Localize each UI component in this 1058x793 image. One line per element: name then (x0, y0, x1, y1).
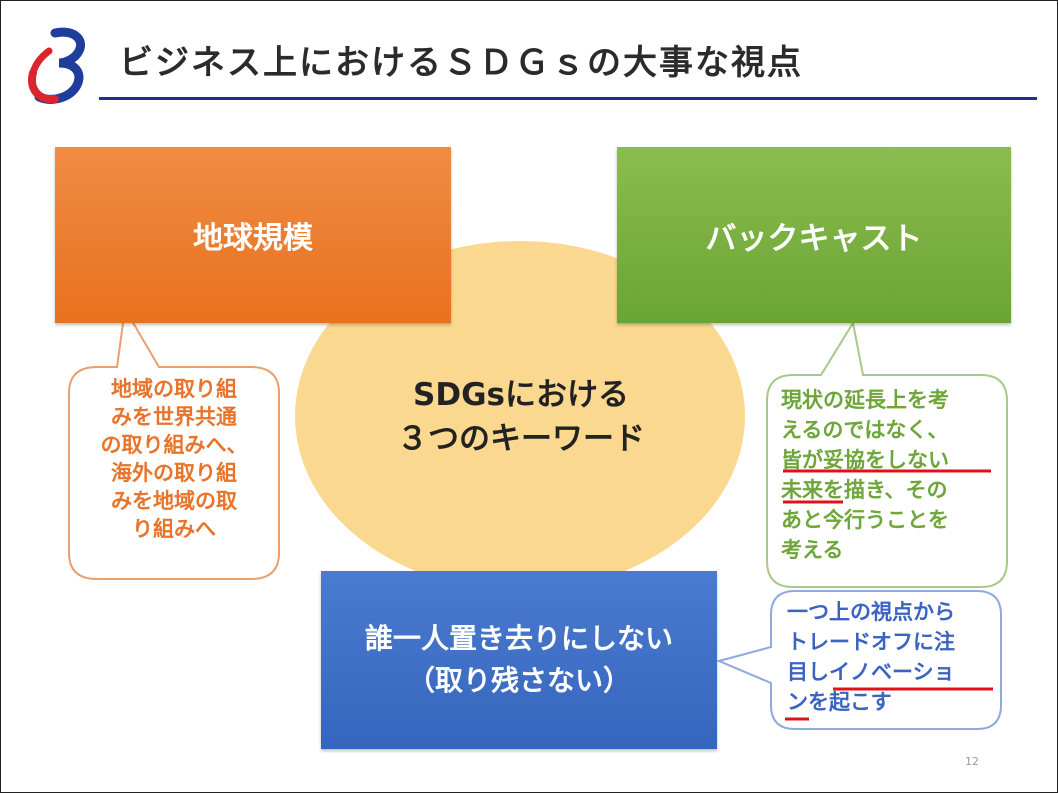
callout-line: の取り組みへ、 (100, 433, 248, 457)
callout-line: り組みへ (132, 517, 216, 541)
leave-no-one-label-line1: 誰一人置き去りにしない (364, 622, 673, 655)
company-logo-icon (28, 27, 85, 104)
innovation-callout-text: 一つ上の視点から トレードオフに注 目しイノベーショ ンを起こす (787, 597, 997, 717)
center-heading-line1: SDGsにおける (413, 377, 629, 413)
callout-line: 一つ上の視点から (787, 600, 955, 624)
callout-line: 考える (781, 538, 844, 562)
page-title: ビジネス上におけるＳＤＧｓの大事な視点 (119, 43, 803, 83)
global-callout-text: 地域の取り組 みを世界共通 の取り組みへ、 海外の取り組 みを地域の取 り組みへ (79, 375, 269, 543)
callout-line: トレードオフに注 (787, 630, 955, 654)
callout-line: 現状の延長上を考 (781, 388, 949, 412)
callout-line: 海外の取り組 (111, 461, 237, 485)
center-heading: SDGsにおける ３つのキーワード (331, 373, 711, 461)
callout-line: みを世界共通 (111, 405, 237, 429)
page-number: 12 (965, 755, 979, 768)
leave-no-one-behind-box: 誰一人置き去りにしない （取り残さない） (321, 571, 717, 749)
backcast-label: バックキャスト (705, 220, 923, 257)
callout-line: 目しイノベーショ (787, 660, 955, 684)
backcast-callout-text: 現状の延長上を考 えるのではなく、 皆が妥協をしない 未来を描き、その あと今行… (781, 385, 1001, 565)
center-heading-line2: ３つのキーワード (397, 421, 645, 457)
backcast-callout-bubble (766, 320, 1008, 588)
callout-line: みを地域の取 (111, 489, 237, 513)
global-scale-box: 地球規模 (55, 147, 451, 323)
innovation-callout-bubble (715, 590, 1002, 730)
global-scale-label: 地球規模 (193, 221, 313, 256)
callout-line: 地域の取り組 (111, 377, 237, 401)
global-callout-bubble (68, 306, 280, 580)
backcast-box: バックキャスト (617, 147, 1011, 323)
callout-line: あと今行うことを (781, 508, 949, 532)
leave-no-one-label-line2: （取り残さない） (406, 664, 631, 697)
callout-line: ンを起こす (787, 690, 892, 714)
callout-line: 未来を描き、その (781, 478, 948, 502)
title-divider (99, 97, 1037, 100)
callout-line: 皆が妥協をしない (781, 448, 949, 472)
callout-line: えるのではなく、 (781, 418, 949, 442)
